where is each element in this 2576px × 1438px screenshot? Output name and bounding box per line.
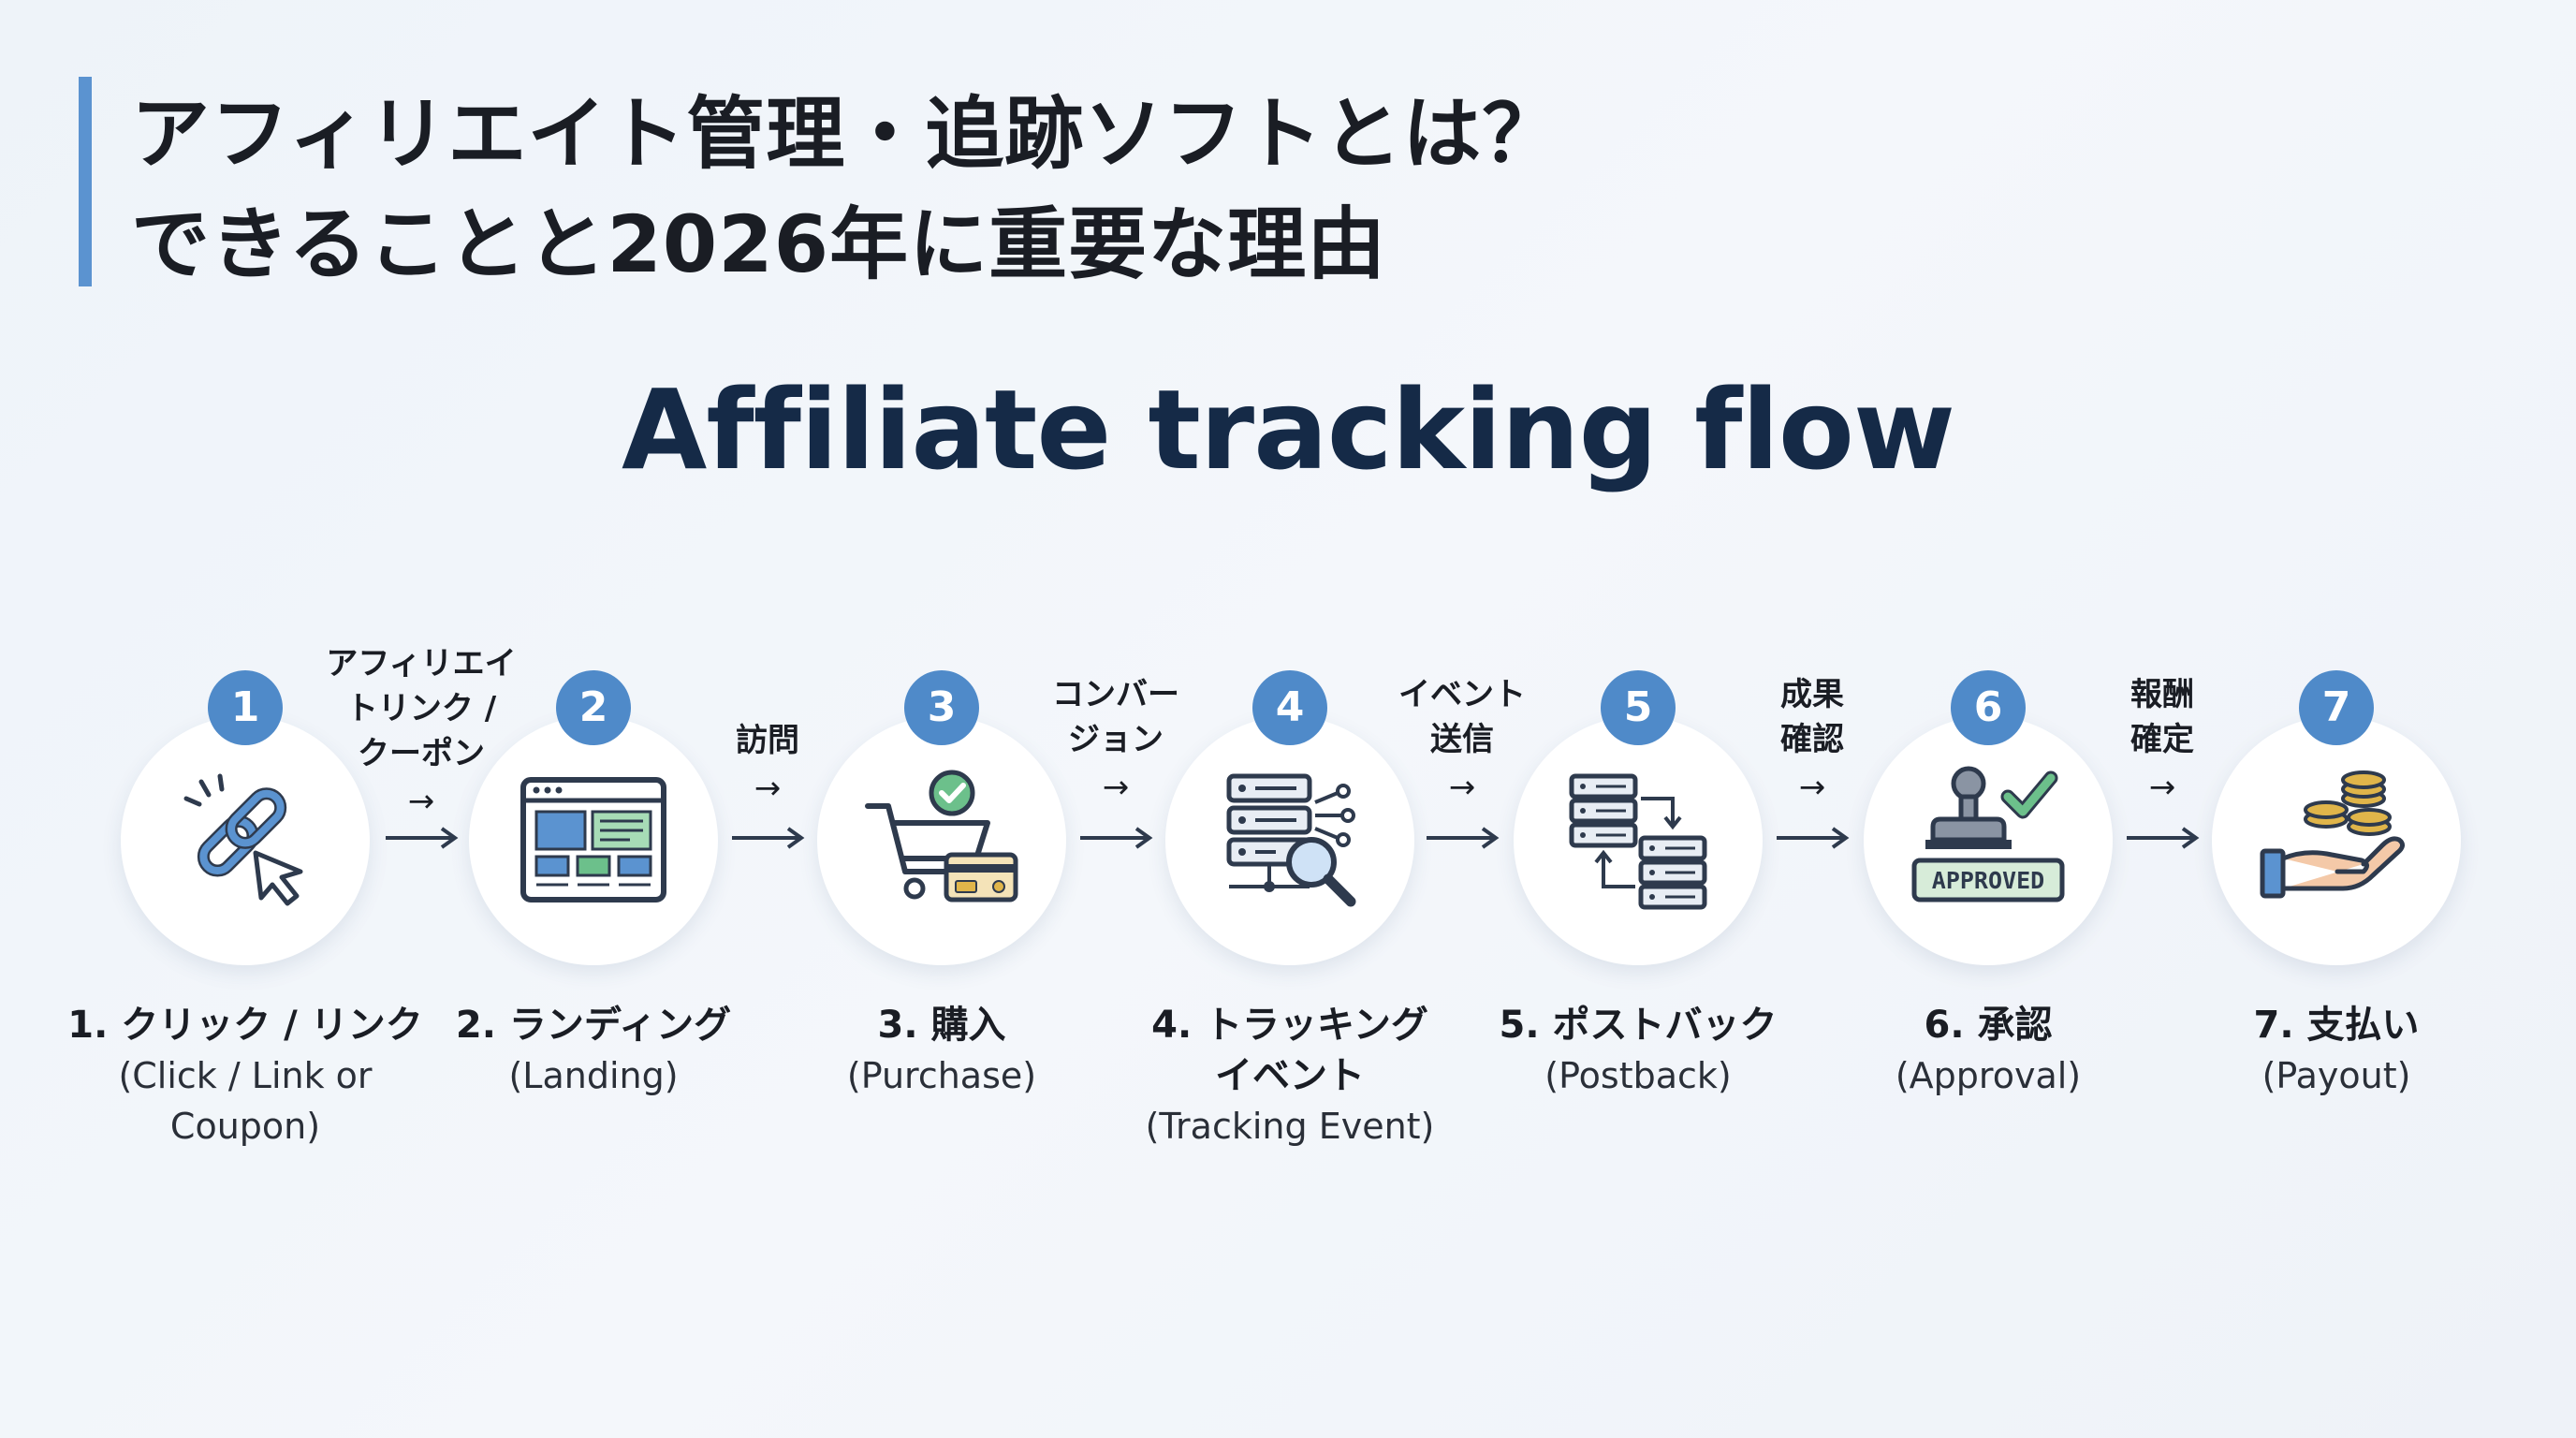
step-number-badge: 4 <box>1252 670 1327 745</box>
page-title-line-2: できることと2026年に重要な理由 <box>131 198 1387 290</box>
connector-label-2: トリンク / <box>345 690 497 727</box>
step-sublabel: (Tracking Event) <box>1145 1106 1435 1147</box>
step-sublabel-2: Coupon) <box>169 1106 321 1147</box>
step-sublabel: (Click / Link or <box>118 1055 373 1096</box>
connector-label: 成果 <box>1780 676 1844 713</box>
landing-page-icon <box>520 777 666 902</box>
arrow-right-icon <box>1080 827 1153 849</box>
step-sublabel: (Payout) <box>2261 1055 2411 1096</box>
connector-small-arrow: → <box>1798 769 1826 806</box>
step-circle <box>1514 716 1763 965</box>
arrow-right-icon <box>386 827 459 849</box>
step-label: 3. 購入 <box>877 1004 1006 1047</box>
connector-label-2: 確認 <box>1780 721 1844 758</box>
step-circle <box>817 716 1066 965</box>
step-sublabel: (Approval) <box>1895 1055 2082 1096</box>
step-sublabel: (Purchase) <box>846 1055 1037 1096</box>
step-label: 5. ポストバック <box>1499 1004 1778 1047</box>
step-sublabel: (Postback) <box>1544 1055 1732 1096</box>
connector-small-arrow: → <box>407 783 435 820</box>
approved-stamp-icon: APPROVED <box>1911 766 2065 902</box>
step-circle <box>2212 716 2461 965</box>
connector-label: イベント <box>1398 676 1526 713</box>
step-label-2: イベント <box>1215 1054 1365 1097</box>
hand-coins-icon <box>2260 770 2405 899</box>
step-number-badge: 5 <box>1601 670 1676 745</box>
header-accent-bar <box>79 77 92 286</box>
step-number-badge: 7 <box>2299 670 2374 745</box>
arrow-right-icon <box>1777 827 1850 849</box>
cart-card-icon <box>865 770 1018 902</box>
connector-label: コンバー <box>1052 676 1179 713</box>
connector-small-arrow: → <box>1448 769 1476 806</box>
arrow-right-icon <box>732 827 805 849</box>
page-title: アフィリエイト管理・追跡ソフトとは？ できることと2026年に重要な理由 <box>131 79 1561 300</box>
step-label: 2. ランディング <box>455 1004 732 1047</box>
step-label: 7. 支払い <box>2253 1004 2420 1047</box>
connector-small-arrow: → <box>1102 769 1130 806</box>
server-search-icon <box>1226 773 1356 907</box>
connector-label-2: 送信 <box>1430 721 1494 758</box>
step-number-badge: 2 <box>556 670 631 745</box>
arrow-right-icon <box>1427 827 1500 849</box>
step-number-badge: 3 <box>904 670 979 745</box>
server-sync-icon <box>1569 773 1707 910</box>
step-label: 6. 承認 <box>1924 1004 2053 1047</box>
step-label: 1. クリック / リンク <box>67 1004 423 1047</box>
step-number-badge: 1 <box>208 670 283 745</box>
connector-label-3: クーポン <box>358 735 485 772</box>
connector-label-2: ジョン <box>1068 721 1164 758</box>
link-cursor-icon <box>183 773 303 906</box>
step-sublabel: (Landing) <box>508 1055 679 1096</box>
connector-label-2: 確定 <box>2130 721 2194 758</box>
page-title-line-1: アフィリエイト管理・追跡ソフトとは？ <box>131 88 1562 180</box>
connector-small-arrow: → <box>754 770 782 807</box>
approved-stamp-text: APPROVED <box>1932 867 2044 894</box>
step-number-badge: 6 <box>1951 670 2026 745</box>
arrow-right-icon <box>2127 827 2200 849</box>
diagram-title: Affiliate tracking flow <box>622 365 1955 494</box>
connector-small-arrow: → <box>2148 769 2176 806</box>
step-label: 4. トラッキング <box>1151 1004 1428 1047</box>
connector-label: アフィリエイ <box>326 645 517 682</box>
connector-label: 訪問 <box>736 722 799 759</box>
connector-label: 報酬 <box>2130 676 2194 713</box>
